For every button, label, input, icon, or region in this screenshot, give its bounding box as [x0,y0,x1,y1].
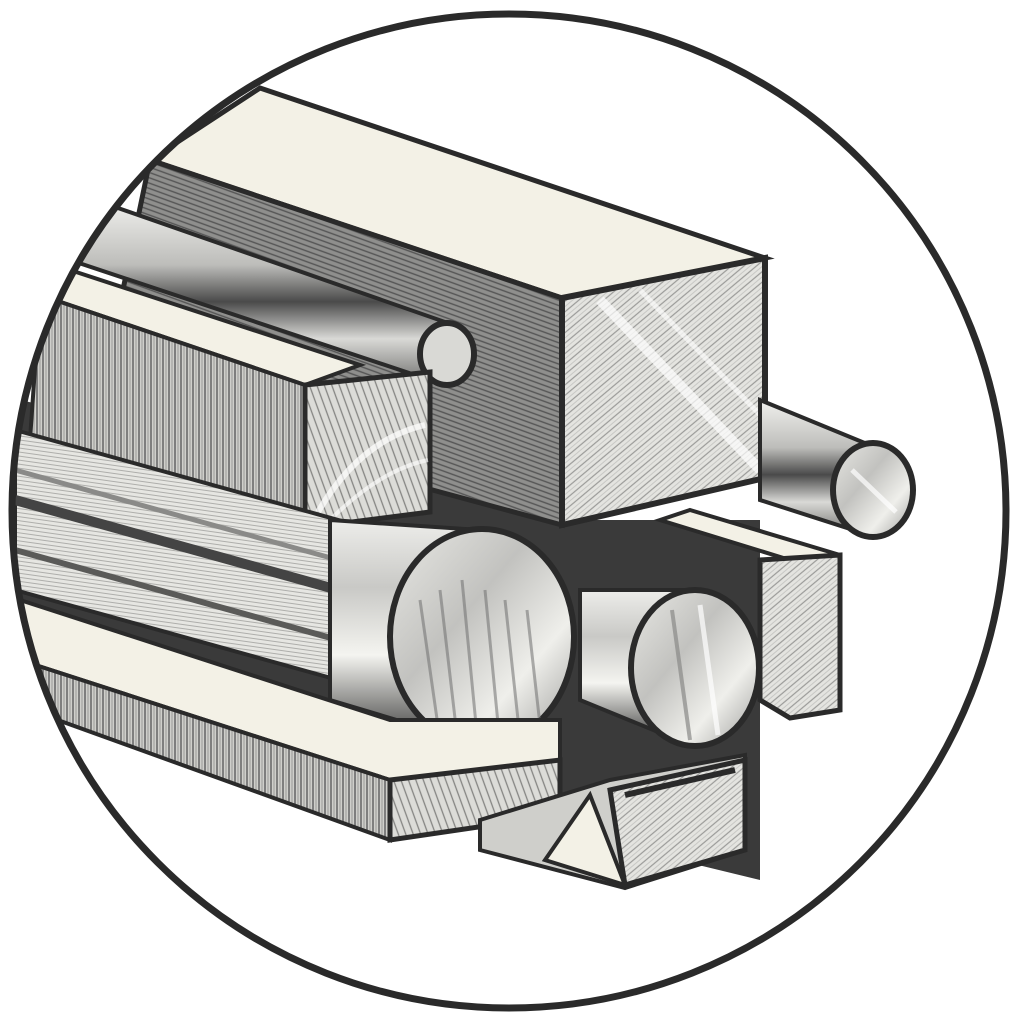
medium-cylinder-end [628,587,762,749]
channel-inner-face [541,790,629,889]
bar-stock-group [13,85,916,891]
right-flat-bar-end-face [757,552,843,721]
big-cylinder-end [387,526,577,748]
circle-frame [8,10,1010,1012]
thin-rod-end [417,320,477,388]
